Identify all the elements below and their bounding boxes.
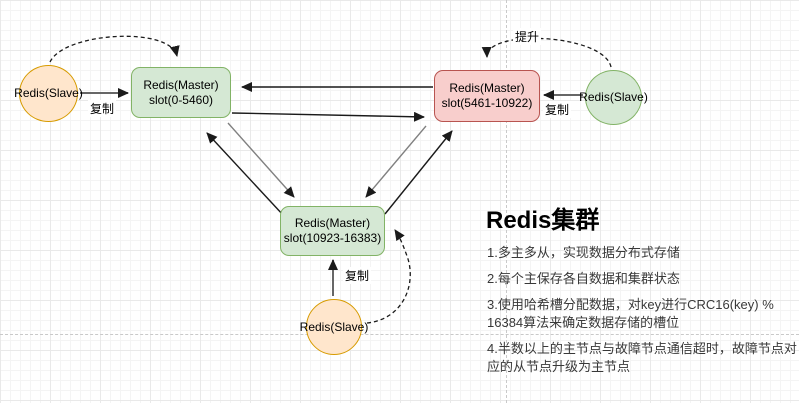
- node-label: Redis(Master) slot(10923-16383): [283, 216, 382, 245]
- node-redis-slave-bottom[interactable]: Redis(Slave): [300, 299, 368, 355]
- node-redis-master-left[interactable]: Redis(Master) slot(0-5460): [131, 67, 231, 118]
- notes-title: Redis集群: [486, 207, 600, 234]
- edge-promote-right-dashed: [481, 37, 612, 68]
- node-label: Redis(Slave): [299, 319, 369, 334]
- notes-list: 1.多主多从，实现数据分布式存储 2.每个主保存各自数据和集群状态 3.使用哈希…: [487, 244, 797, 384]
- edge-label-replicate-left: 复制: [88, 100, 117, 117]
- notes-item-1: 1.多主多从，实现数据分布式存储: [487, 245, 680, 260]
- edge-promote-left-dashed: [49, 35, 180, 63]
- page-guide-horizontal: [0, 334, 799, 335]
- edge-bottom-to-left: [206, 132, 285, 217]
- edge-label-replicate-right: 复制: [543, 101, 572, 118]
- node-label: Redis(Master) slot(5461-10922): [441, 81, 533, 110]
- edge-right-to-bottom: [365, 125, 427, 198]
- node-label: Redis(Slave): [14, 86, 83, 100]
- page-guide-vertical: [506, 0, 507, 403]
- notes-item-2: 2.每个主保存各自数据和集群状态: [487, 271, 680, 286]
- edge-label-promote: 提升: [513, 28, 542, 45]
- edge-promote-bottom-dashed: [366, 229, 411, 324]
- notes-item-4: 4.半数以上的主节点与故障节点通信超时，故障节点对应的从节点升级为主节点: [487, 341, 797, 374]
- node-redis-slave-top-right[interactable]: Redis(Slave): [579, 70, 648, 125]
- edge-left-to-right: [231, 111, 425, 122]
- edge-left-to-bottom: [227, 122, 295, 198]
- edge-label-replicate-bottom: 复制: [343, 267, 372, 284]
- node-label: Redis(Master) slot(0-5460): [143, 77, 219, 107]
- node-redis-master-right[interactable]: Redis(Master) slot(5461-10922): [434, 70, 540, 122]
- node-label: Redis(Slave): [579, 90, 648, 104]
- node-redis-master-bottom[interactable]: Redis(Master) slot(10923-16383): [280, 206, 385, 256]
- edge-bottom-to-right: [384, 130, 453, 215]
- notes-item-3: 3.使用哈希槽分配数据，对key进行CRC16(key) % 16384算法来确…: [487, 297, 774, 330]
- node-redis-slave-top-left[interactable]: Redis(Slave): [14, 65, 83, 122]
